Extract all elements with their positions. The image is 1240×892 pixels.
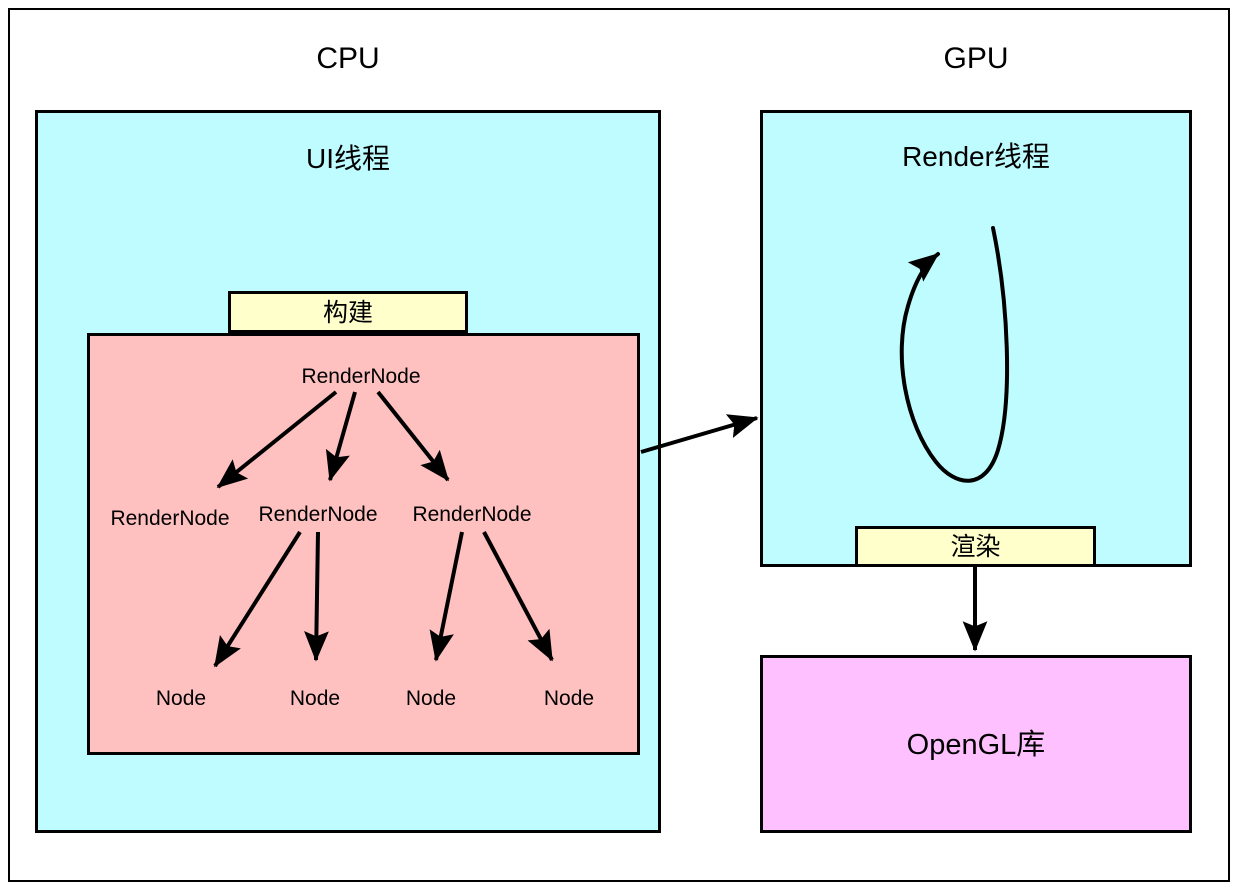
tree-level2-label-3: RenderNode: [412, 503, 532, 526]
render-stage-box: 渲染: [855, 526, 1096, 567]
opengl-library-label: OpenGL库: [906, 729, 1046, 761]
tree-level2-label-1: RenderNode: [110, 507, 230, 530]
ui-thread-label: UI线程: [305, 143, 390, 174]
tree-level3-label-4: Node: [543, 687, 595, 710]
cpu-column-title: CPU: [316, 42, 380, 75]
opengl-library-box: OpenGL库: [760, 655, 1192, 833]
render-stage-label: 渲染: [950, 533, 1001, 561]
tree-level3-label-2: Node: [289, 687, 341, 710]
render-thread-box: Render线程: [760, 110, 1192, 567]
gpu-column-title: GPU: [943, 42, 1009, 75]
tree-level3-label-1: Node: [155, 687, 207, 710]
render-thread-label: Render线程: [902, 141, 1050, 172]
build-stage-label: 构建: [322, 299, 373, 327]
tree-level2-label-2: RenderNode: [258, 503, 378, 526]
tree-root-label: RenderNode: [301, 365, 421, 388]
build-stage-box: 构建: [228, 291, 468, 333]
tree-level3-label-3: Node: [405, 687, 457, 710]
